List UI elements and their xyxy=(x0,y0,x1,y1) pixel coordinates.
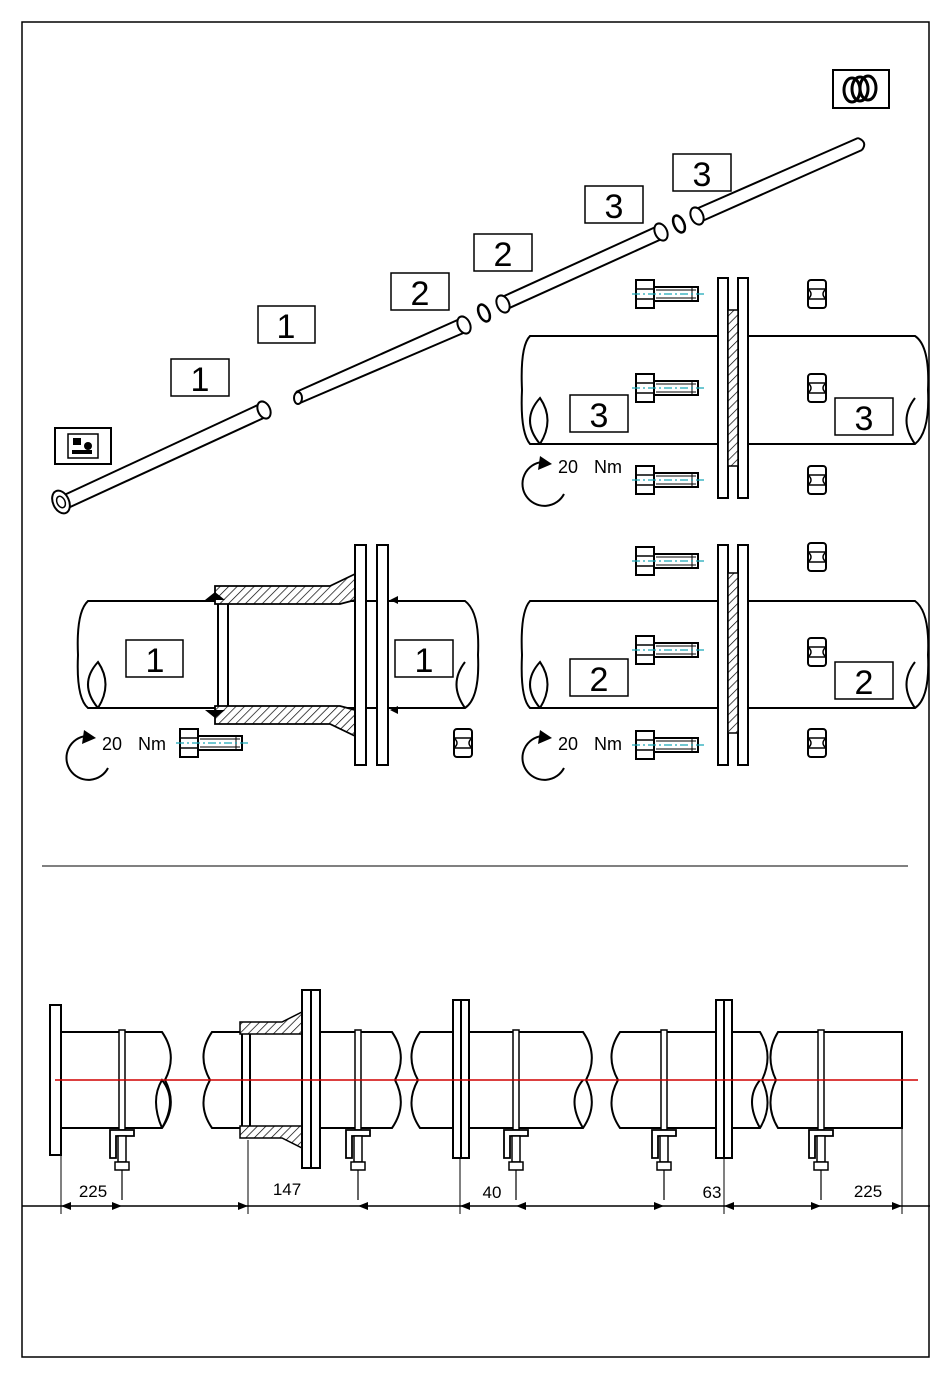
svg-text:2: 2 xyxy=(855,664,874,702)
gasket-2 xyxy=(476,303,493,324)
svg-text:1: 1 xyxy=(191,361,210,399)
torque-unit: Nm xyxy=(594,457,622,477)
gasket-3 xyxy=(671,214,688,235)
label-box-2d: 2 xyxy=(835,662,893,702)
pipe-1b xyxy=(294,314,473,404)
label-box-3a: 3 xyxy=(585,186,643,226)
assembled-layout: 225 147 40 63 225 xyxy=(22,990,930,1214)
label-box-3d: 3 xyxy=(835,398,893,438)
label-box-2a: 2 xyxy=(391,273,449,313)
svg-text:2: 2 xyxy=(411,275,430,313)
dimension-225-right: 225 xyxy=(854,1182,882,1201)
svg-text:2: 2 xyxy=(590,661,609,699)
dimension-40: 40 xyxy=(483,1183,502,1202)
dimension-63: 63 xyxy=(703,1183,722,1202)
torque-unit: Nm xyxy=(594,734,622,754)
svg-text:1: 1 xyxy=(146,642,165,680)
torque-unit: Nm xyxy=(138,734,166,754)
label-box-3c: 3 xyxy=(570,395,628,435)
label-box-1a: 1 xyxy=(171,359,229,399)
torque-value: 20 xyxy=(558,457,578,477)
label-box-2b: 2 xyxy=(474,234,532,274)
svg-text:1: 1 xyxy=(415,642,434,680)
torque-value: 20 xyxy=(558,734,578,754)
svg-text:3: 3 xyxy=(855,400,874,438)
label-box-2c: 2 xyxy=(570,659,628,699)
svg-text:3: 3 xyxy=(693,156,712,194)
dimension-225-left: 225 xyxy=(79,1182,107,1201)
gasket-rings-icon xyxy=(833,70,889,108)
svg-text:2: 2 xyxy=(494,236,513,274)
dimension-147: 147 xyxy=(273,1180,301,1199)
svg-text:3: 3 xyxy=(605,188,624,226)
detail-joint-3: 3 3 20 Nm xyxy=(522,278,929,506)
detail-joint-1: 1 1 20 Nm xyxy=(66,545,478,780)
label-box-1b: 1 xyxy=(258,306,315,346)
svg-text:3: 3 xyxy=(590,397,609,435)
exploded-pipe-view: 1 1 2 2 3 3 xyxy=(49,70,889,516)
detail-joint-2: 2 2 20 Nm xyxy=(522,543,929,780)
torque-value: 20 xyxy=(102,734,122,754)
svg-text:1: 1 xyxy=(277,308,296,346)
label-box-1d: 1 xyxy=(395,640,453,680)
label-box-3b: 3 xyxy=(673,154,731,194)
label-box-1c: 1 xyxy=(126,640,183,680)
toolbox-icon xyxy=(55,428,111,464)
